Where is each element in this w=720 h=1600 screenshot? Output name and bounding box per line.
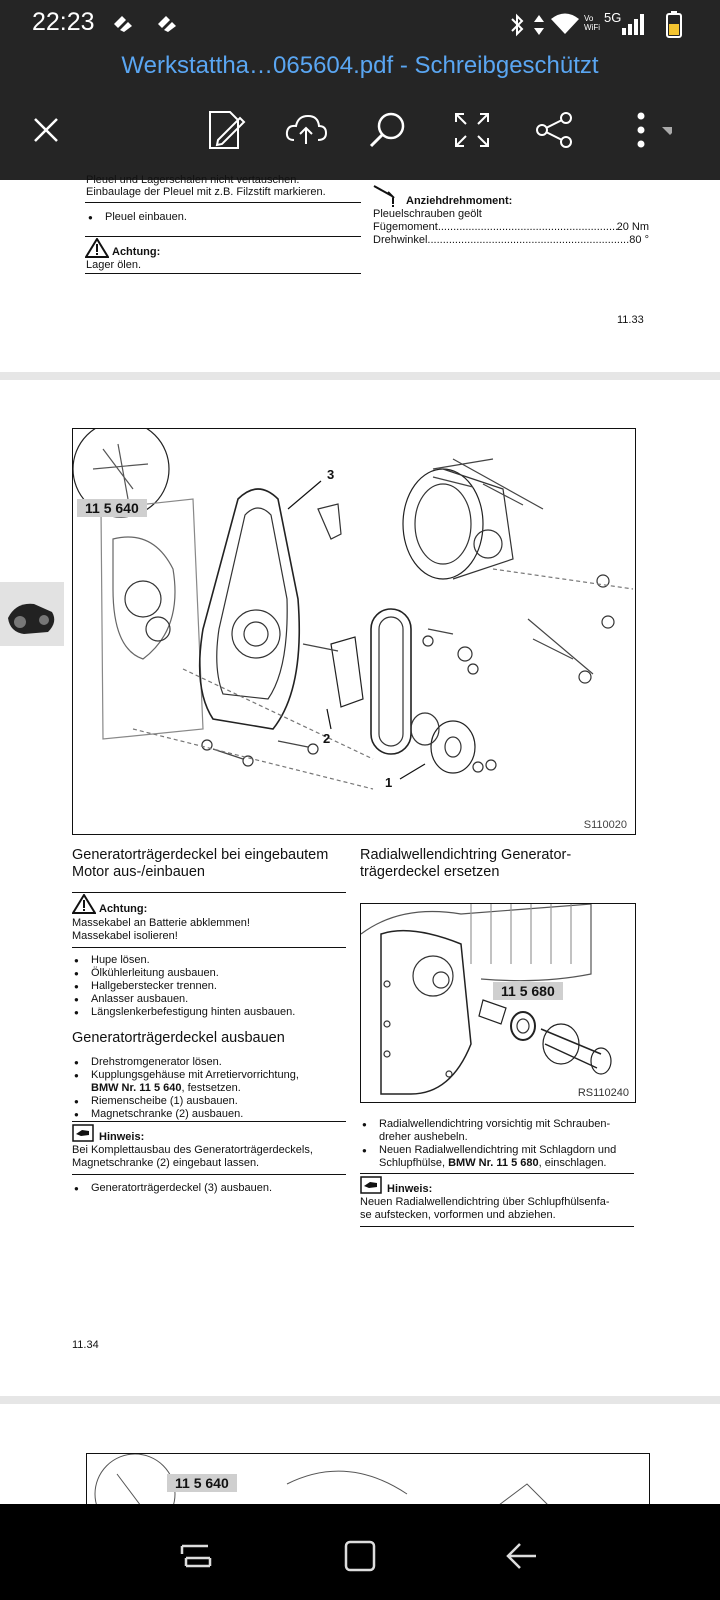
warning-title: Achtung: — [99, 903, 148, 915]
list-item: Kupplungsgehäuse mit Arretiervorrichtung… — [74, 1069, 299, 1095]
callout-1: 1 — [385, 775, 393, 790]
system-nav-bar — [0, 1504, 720, 1600]
page-number: 11.33 — [617, 314, 644, 326]
list-item: Magnetschranke (2) ausbauen. — [74, 1108, 299, 1121]
torque-wrench-icon — [373, 185, 395, 207]
home-icon — [344, 1540, 376, 1572]
tool-label: 11 5 640 — [77, 499, 147, 517]
step-list: Drehstromgenerator lösen. Kupplungsgehäu… — [74, 1056, 299, 1121]
warning-text: Lager ölen. — [86, 259, 142, 271]
figure-code: RS110240 — [577, 1087, 629, 1099]
recent-apps-icon — [180, 1544, 212, 1568]
share-button[interactable] — [532, 108, 576, 152]
share-icon — [536, 112, 572, 148]
list-item: Längslenkerbefestigung hinten ausbauen. — [74, 1006, 295, 1019]
seal-diagram — [361, 904, 612, 1095]
search-icon — [369, 112, 405, 148]
search-button[interactable] — [366, 108, 410, 152]
hint-icon — [360, 1176, 382, 1194]
exploded-view-figure: 11 5 640 3 2 1 S110020 — [72, 428, 636, 835]
section-title: Generatorträgerdeckel ausbauen — [72, 1030, 285, 1046]
home-button[interactable] — [336, 1532, 384, 1580]
document-title: Werkstattha…065604.pdf - Schreibgeschütz… — [121, 52, 599, 79]
close-icon — [34, 118, 58, 142]
cloud-upload-icon — [285, 114, 328, 144]
close-button[interactable] — [24, 108, 68, 152]
more-icon — [637, 112, 678, 148]
warning-title: Achtung: — [112, 246, 161, 258]
generator-cover-diagram — [73, 429, 634, 790]
list-item: Pleuel einbauen. — [88, 211, 720, 224]
torque-row: Drehwinkel .............................… — [373, 234, 649, 246]
warning-text: Massekabel an Batterie abklemmen! Massek… — [72, 917, 250, 942]
list-item: Generatorträgerdeckel (3) ausbauen. — [74, 1182, 720, 1195]
step-list: Radialwellendichtring vorsichtig mit Sch… — [362, 1118, 616, 1170]
torque-subtitle: Pleuelschrauben geölt — [373, 208, 482, 220]
warning-icon — [85, 238, 109, 258]
callout-3: 3 — [327, 467, 335, 482]
cloud-upload-button[interactable] — [284, 108, 328, 152]
figure-code: S110020 — [583, 819, 627, 831]
fullscreen-icon — [455, 113, 489, 147]
section-title: Generatorträgerdeckel bei eingebautem Mo… — [72, 847, 329, 880]
tool-label: 11 5 680 — [493, 982, 563, 1000]
hint-icon — [72, 1124, 94, 1142]
signal-icon — [622, 14, 644, 35]
list-item: Drehstromgenerator lösen. — [74, 1056, 299, 1069]
callout-2: 2 — [323, 731, 331, 746]
hint-title: Hinweis: — [387, 1183, 433, 1195]
engine-thumbnail-icon — [8, 603, 55, 634]
notification-icon — [158, 16, 176, 32]
page-thumbnail-handle[interactable] — [0, 582, 64, 646]
list-item: Anlasser ausbauen. — [74, 993, 295, 1006]
hint-text: Neuen Radialwellendichtring über Schlupf… — [360, 1196, 610, 1221]
pdf-page-11-33: Pleuel und Lagerschalen nicht vertausche… — [0, 174, 720, 372]
hint-text: Bei Komplettausbau des Generatorträgerde… — [72, 1144, 313, 1169]
network-type: 5G — [604, 10, 622, 25]
cut-text-line: Pleuel und Lagerschalen nicht vertausche… — [86, 174, 300, 186]
hint-title: Hinweis: — [99, 1131, 145, 1143]
list-item: Radialwellendichtring vorsichtig mit Sch… — [362, 1118, 616, 1144]
clock: 22:23 — [32, 8, 95, 36]
fullscreen-button[interactable] — [450, 108, 494, 152]
pdf-toolbar: Werkstattha…065604.pdf - Schreibgeschütz… — [0, 48, 720, 180]
pdf-page-next: 11 5 640 — [0, 1404, 720, 1514]
recent-apps-button[interactable] — [172, 1532, 220, 1580]
warning-icon — [72, 894, 96, 914]
step-list: Hupe lösen. Ölkühlerleitung ausbauen. Ha… — [74, 954, 295, 1019]
pdf-page-11-34: 11 5 640 3 2 1 S110020 Generatorträgerde… — [0, 380, 720, 1396]
seal-replacement-figure: 11 5 680 RS110240 — [360, 903, 636, 1103]
battery-icon — [666, 11, 682, 38]
back-icon — [506, 1543, 536, 1569]
notification-icon — [114, 16, 132, 32]
list-item: Hupe lösen. — [74, 954, 295, 967]
data-arrows-icon — [534, 15, 544, 35]
page-number: 11.34 — [72, 1339, 99, 1351]
edit-icon — [209, 111, 246, 149]
wifi-icon — [551, 13, 579, 34]
torque-title: Anziehdrehmoment: — [406, 195, 513, 207]
edit-button[interactable] — [204, 108, 248, 152]
torque-row: Fügemoment .............................… — [373, 221, 649, 233]
bluetooth-icon — [511, 13, 524, 37]
list-item: Neuen Radialwellendichtring mit Schlagdo… — [362, 1144, 616, 1170]
tool-label: 11 5 640 — [167, 1474, 237, 1492]
text-line: Einbaulage der Pleuel mit z.B. Filzstift… — [86, 186, 326, 198]
section-title: Radialwellendichtring Generator- trägerd… — [360, 847, 572, 880]
list-item: Ölkühlerleitung ausbauen. — [74, 967, 295, 980]
back-button[interactable] — [500, 1532, 548, 1580]
more-options-button[interactable] — [628, 108, 688, 152]
list-item: Hallgeberstecker trennen. — [74, 980, 295, 993]
list-item: Riemenscheibe (1) ausbauen. — [74, 1095, 299, 1108]
